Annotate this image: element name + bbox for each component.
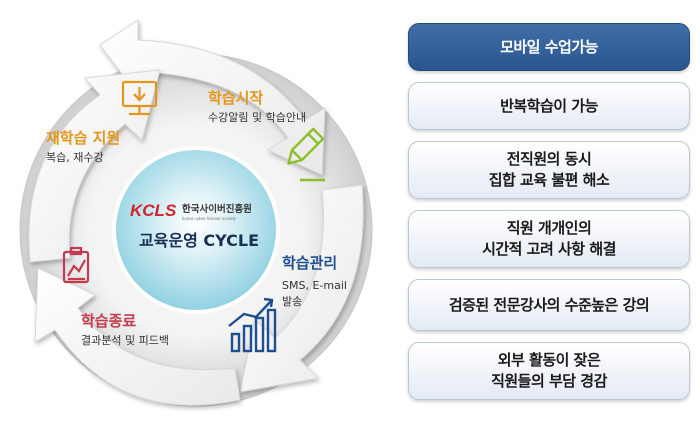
- center-circle: [112, 146, 280, 314]
- bar-chart-icon: [228, 297, 277, 353]
- benefit-box-repeat: 반복학습이 가능: [408, 82, 690, 130]
- monitor-download-icon: [121, 80, 158, 116]
- step-manage-desc-line2: 발송: [282, 295, 302, 308]
- cycle-arrow-top: [99, 19, 326, 176]
- cycle-arrow-right: [239, 184, 364, 393]
- step-relearn-title: 재학습 지원: [46, 129, 120, 147]
- step-manage-title: 학습관리: [282, 254, 337, 272]
- cycle-arrow-bottom: [34, 267, 241, 406]
- step-manage-desc-line1: SMS, E-mail: [282, 279, 347, 292]
- step-relearn-desc: 복습, 재수강: [46, 151, 104, 164]
- cycle-arrow-left: [28, 69, 161, 263]
- logo-mark: KCLS: [130, 201, 177, 220]
- benefit-box-external: 외부 활동이 잦은 직원들의 부담 경감: [408, 342, 690, 400]
- logo-org-sub: korea cyber license society: [182, 216, 237, 221]
- education-cycle-diagram: KCLS 한국사이버진흥원 korea cyber license societ…: [19, 19, 373, 407]
- logo-org-name: 한국사이버진흥원: [182, 203, 252, 215]
- benefit-box-instructor: 검증된 전문강사의 수준높은 강의: [408, 279, 690, 331]
- step-start-title: 학습시작: [208, 89, 263, 107]
- center-title: 교육운영 CYCLE: [139, 231, 259, 250]
- kcls-logo: KCLS 한국사이버진흥원 korea cyber license societ…: [130, 201, 252, 221]
- benefit-box-individual: 직원 개개인의 시간적 고려 사항 해결: [408, 210, 690, 268]
- pencil-icon: [287, 127, 325, 165]
- step-end-desc: 결과분석 및 피드백: [81, 334, 169, 347]
- clipboard-chart-icon: [62, 246, 90, 284]
- benefit-list: 모바일 수업가능 반복학습이 가능 전직원의 동시 집합 교육 불편 해소 직원…: [408, 23, 690, 411]
- benefit-box-mobile: 모바일 수업가능: [408, 23, 690, 71]
- benefit-box-group: 전직원의 동시 집합 교육 불편 해소: [408, 141, 690, 199]
- step-start-desc: 수강알림 및 학습안내: [208, 110, 306, 124]
- step-end-title: 학습종료: [81, 312, 136, 330]
